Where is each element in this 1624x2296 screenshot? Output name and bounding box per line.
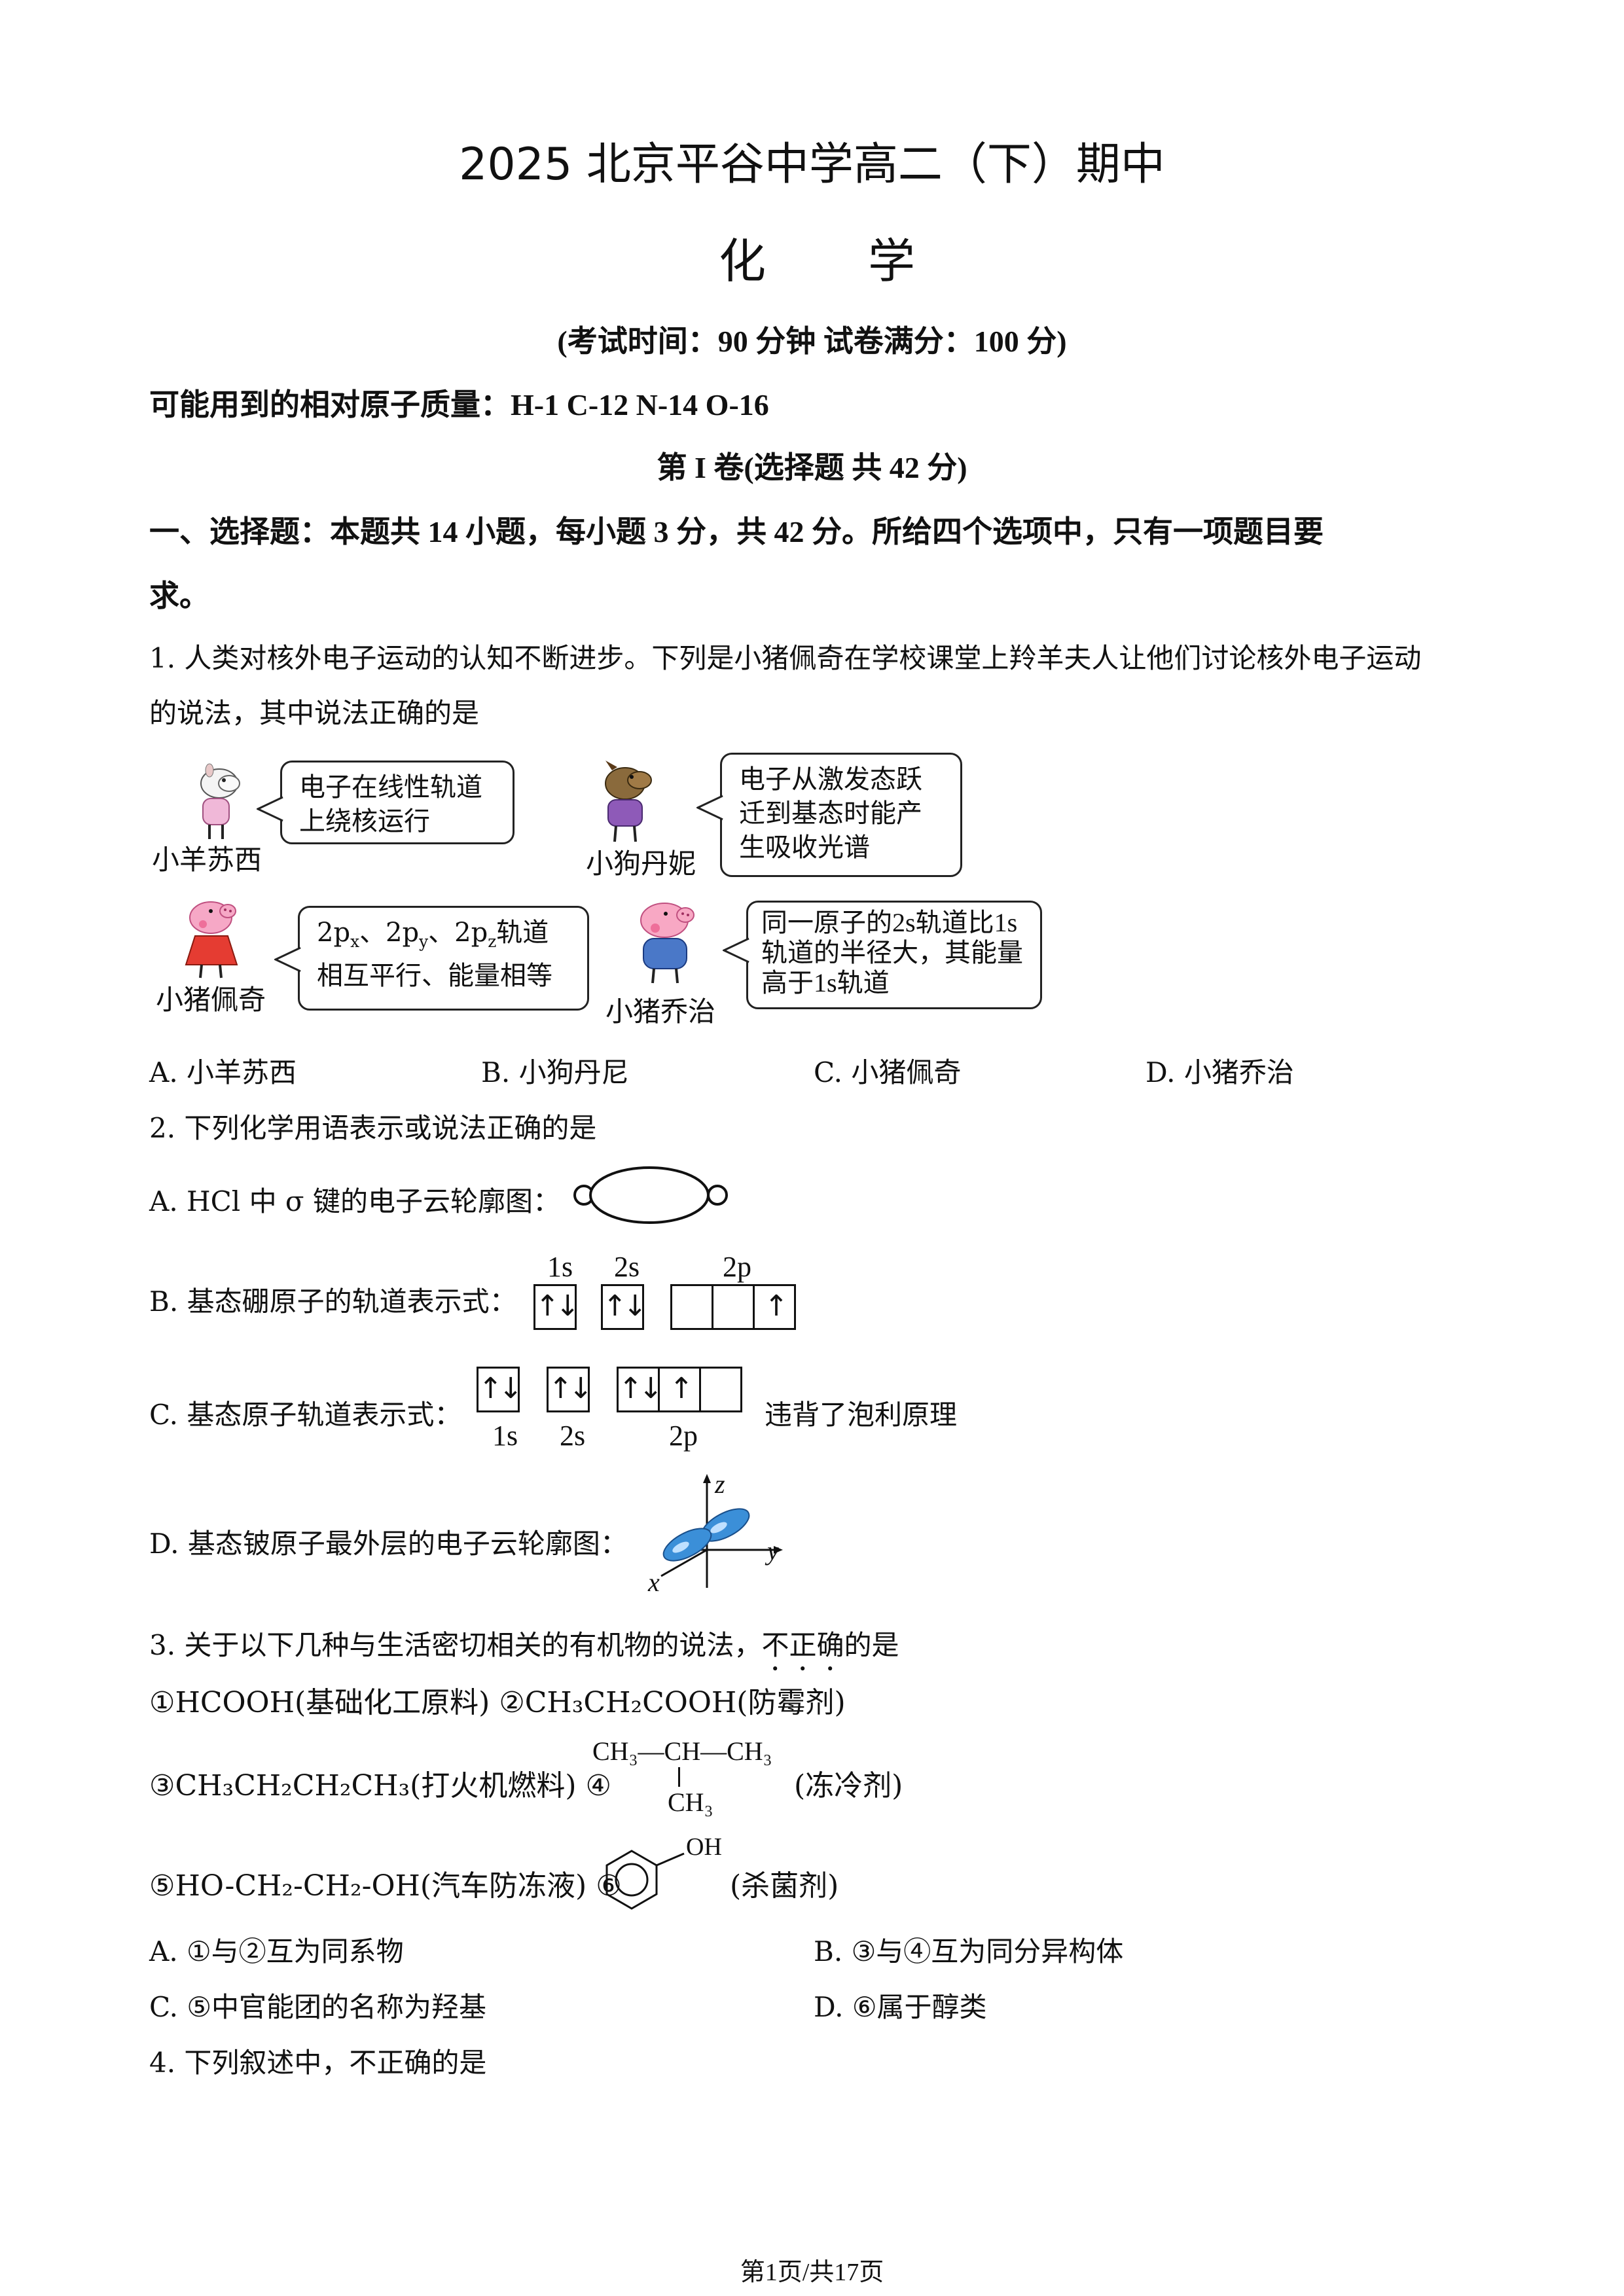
orbital-box-1s: ↑↓ bbox=[533, 1284, 580, 1330]
speech-bubble-danny: 电子从激发态跃迁到基态时能产生吸收光谱 bbox=[720, 753, 962, 877]
orbital-box-2p-1: ↑↓ bbox=[617, 1367, 663, 1412]
speech-bubble-george: 同一原子的2s轨道比1s轨道的半径大，其能量高于1s轨道 bbox=[746, 901, 1042, 1009]
dog-character-icon bbox=[605, 761, 652, 842]
q2-option-a[interactable]: A. HCl 中 σ 键的电子云轮廓图： bbox=[149, 1185, 560, 1217]
q3-stem: 3. 关于以下几种与生活密切相关的有机物的说法，不正确的是 bbox=[149, 1629, 899, 1661]
orbital-label-2p: 2p bbox=[723, 1251, 751, 1283]
q3-compounds-line2: ③CH₃CH₂CH₂CH₃(打火机燃料) ④ bbox=[149, 1769, 611, 1803]
page-number: 第1页/共17页 bbox=[740, 2259, 884, 2286]
q2-stem: 2. 下列化学用语表示或说法正确的是 bbox=[149, 1112, 597, 1144]
q1-option-a[interactable]: A. 小羊苏西 bbox=[149, 1056, 297, 1088]
character-name-suzy: 小羊苏西 bbox=[152, 844, 262, 876]
axis-label-y: y bbox=[767, 1536, 779, 1566]
q1-option-c[interactable]: C. 小猪佩奇 bbox=[814, 1056, 962, 1088]
exam-title: 2025 北京平谷中学高二（下）期中 bbox=[459, 139, 1165, 190]
axis-label-x: x bbox=[648, 1568, 660, 1597]
orbital-box-2s: ↑↓ bbox=[547, 1367, 593, 1412]
q3-compounds-line3: ⑤HO-CH₂-CH₂-OH(汽车防冻液) ⑥ bbox=[149, 1869, 622, 1903]
q2-option-c-tail: 违背了泡利原理 bbox=[765, 1399, 958, 1431]
orbital-label-2s: 2s bbox=[560, 1420, 586, 1452]
speech-bubble-peppa: 2px、2py、2pz轨道相互平行、能量相等 bbox=[298, 906, 589, 1011]
q2-option-c[interactable]: C. 基态原子轨道表示式： bbox=[149, 1399, 462, 1431]
q3-option-b[interactable]: B. ③与④互为同分异构体 bbox=[814, 1935, 1124, 1967]
emphasis-text: 不正确 bbox=[761, 1629, 844, 1661]
speech-tail bbox=[696, 795, 723, 821]
orbital-box-1s: ↑↓ bbox=[477, 1367, 523, 1412]
q1-stem-line2: 的说法，其中说法正确的是 bbox=[149, 697, 480, 729]
subject-char-left: 化 bbox=[719, 234, 767, 289]
axis-label-z: z bbox=[715, 1469, 725, 1499]
speech-tail bbox=[257, 796, 283, 822]
q1-option-d[interactable]: D. 小猪乔治 bbox=[1146, 1056, 1294, 1088]
orbital-box-2p-2 bbox=[712, 1284, 755, 1330]
sigma-bond-orbital-icon bbox=[573, 1166, 728, 1224]
q2-option-b[interactable]: B. 基态硼原子的轨道表示式： bbox=[149, 1285, 517, 1318]
orbital-label-2p: 2p bbox=[669, 1420, 698, 1452]
sheep-character-icon bbox=[200, 763, 240, 839]
orbital-box-2p-3 bbox=[699, 1367, 742, 1412]
q1-option-b[interactable]: B. 小狗丹尼 bbox=[481, 1056, 629, 1088]
q3-line2-tail: (冻冷剂) bbox=[794, 1769, 903, 1803]
orbital-label-2s: 2s bbox=[614, 1251, 640, 1283]
q4-stem: 4. 下列叙述中，不正确的是 bbox=[149, 2047, 487, 2079]
orbital-box-2p-2: ↑ bbox=[658, 1367, 701, 1412]
character-name-peppa: 小猪佩奇 bbox=[156, 984, 266, 1016]
compound4-branch: CH₃ bbox=[668, 1787, 713, 1817]
q3-compounds-line1: ①HCOOH(基础化工原料) ②CH₃CH₂COOH(防霉剂) bbox=[149, 1686, 846, 1719]
q3-line3-tail: (杀菌剂) bbox=[730, 1869, 839, 1903]
phenol-oh-label: OH bbox=[686, 1833, 722, 1861]
q3-option-d[interactable]: D. ⑥属于醇类 bbox=[814, 1991, 987, 2023]
orbital-box-2p-1 bbox=[670, 1284, 713, 1330]
speech-tail bbox=[274, 946, 301, 973]
phenol-ring-icon bbox=[605, 1850, 685, 1910]
p-orbital-diagram-icon bbox=[660, 1474, 783, 1588]
q3-option-c[interactable]: C. ⑤中官能团的名称为羟基 bbox=[149, 1991, 486, 2023]
atomic-masses: 可能用到的相对原子质量：H-1 C-12 N-14 O-16 bbox=[149, 388, 769, 422]
pig-character-icon bbox=[185, 901, 238, 978]
orbital-label-1s: 1s bbox=[492, 1420, 518, 1452]
q1-stem-line1: 1. 人类对核外电子运动的认知不断进步。下列是小猪佩奇在学校课堂上羚羊夫人让他们… bbox=[149, 642, 1422, 674]
compound4-branch-bond bbox=[678, 1767, 680, 1787]
q3-option-a[interactable]: A. ①与②互为同系物 bbox=[149, 1935, 404, 1967]
q2-option-d[interactable]: D. 基态铍原子最外层的电子云轮廓图： bbox=[149, 1528, 628, 1560]
character-name-danny: 小狗丹妮 bbox=[586, 848, 696, 880]
section-heading-line2: 求。 bbox=[149, 579, 209, 613]
exam-info: (考试时间：90 分钟 试卷满分：100 分) bbox=[557, 325, 1067, 358]
part-title: 第 I 卷(选择题 共 42 分) bbox=[657, 451, 967, 484]
speech-bubble-suzy: 电子在线性轨道上绕核运行 bbox=[280, 761, 514, 844]
section-heading-line1: 一、选择题：本题共 14 小题，每小题 3 分，共 42 分。所给四个选项中，只… bbox=[149, 515, 1324, 548]
george-character-icon bbox=[640, 903, 695, 984]
subject-char-right: 学 bbox=[868, 234, 916, 289]
orbital-box-2s: ↑↓ bbox=[601, 1284, 647, 1330]
character-name-george: 小猪乔治 bbox=[605, 996, 716, 1028]
orbital-box-2p-3: ↑ bbox=[753, 1284, 796, 1330]
compound4-main-chain: CH₃—CH—CH₃ bbox=[592, 1736, 772, 1766]
orbital-label-1s: 1s bbox=[547, 1251, 573, 1283]
speech-tail bbox=[723, 937, 749, 963]
